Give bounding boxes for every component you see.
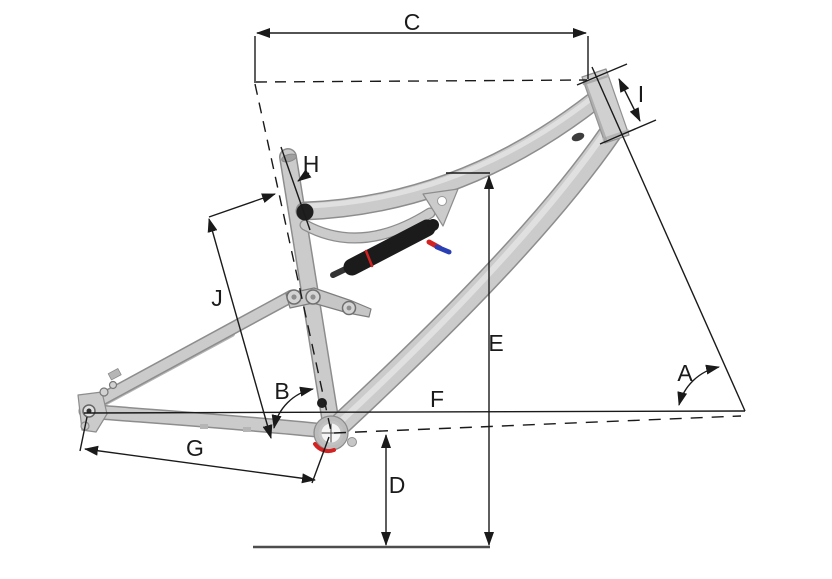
- dim-label-a: A: [677, 360, 693, 386]
- dim-label-c: C: [404, 9, 421, 35]
- bike-frame-illustration: [77, 68, 630, 454]
- shock-body: [343, 219, 436, 276]
- brake-mount: [107, 368, 122, 381]
- rocker-pivot-bolt: [286, 289, 302, 305]
- dim-label-f: F: [430, 386, 444, 412]
- top-tube-brace: [299, 207, 436, 244]
- dim-label-d: D: [389, 472, 406, 498]
- seat-stay: [86, 289, 299, 411]
- rocker-pivot-bolt: [341, 300, 357, 316]
- headset-bottom-cup: [602, 129, 630, 141]
- steering-axis-line: [591, 66, 746, 412]
- rocker-pivot-bolt: [305, 289, 321, 305]
- shock-mount-bracket: [422, 188, 459, 227]
- dimension-d: D: [381, 434, 406, 546]
- dimension-b: B: [271, 378, 314, 429]
- upper-pivot-dot: [296, 203, 314, 221]
- cable-guide: [243, 427, 251, 432]
- rear-axle-center: [86, 408, 92, 414]
- dim-label-b: B: [274, 378, 289, 404]
- pivot-bolt: [99, 387, 109, 397]
- dimension-e: E: [446, 172, 504, 546]
- bottom-bracket: [313, 415, 357, 454]
- shock-red-stripe: [364, 249, 374, 268]
- rear-shock: [330, 219, 452, 278]
- wheelbase-line: [83, 410, 746, 414]
- top-tube: [295, 91, 604, 221]
- dashed-seat-axis-line: [254, 83, 332, 432]
- down-tube: [322, 120, 623, 442]
- rear-dropout: [77, 380, 118, 433]
- dimension-g: G: [79, 416, 330, 484]
- dimension-j: J: [207, 218, 273, 439]
- dimension-f: F: [430, 386, 444, 412]
- shock-eyelet: [427, 219, 439, 231]
- dim-label-i: I: [638, 81, 644, 107]
- dimension-c: C: [254, 9, 589, 83]
- iscg-tab: [347, 437, 357, 447]
- dim-label-g: G: [186, 435, 204, 461]
- dashed-bb-front-line: [333, 415, 742, 434]
- cable-port: [571, 132, 585, 142]
- dimension-h: H: [208, 146, 320, 231]
- dim-label-h: H: [303, 151, 320, 177]
- dashed-top-line: [255, 79, 588, 83]
- dimension-a: A: [677, 360, 720, 406]
- dimensions: C I H J B A G: [79, 9, 720, 546]
- dimension-i: I: [576, 63, 657, 145]
- reference-lines: [83, 66, 746, 549]
- rocker-link: [285, 287, 372, 318]
- dim-label-j: J: [211, 285, 223, 311]
- headset-top-cup: [582, 74, 610, 86]
- cable-guide: [200, 424, 208, 429]
- chainstay: [78, 403, 334, 439]
- pivot-bolt: [108, 380, 118, 390]
- lockout-lever-blue: [434, 244, 452, 255]
- dim-label-e: E: [488, 330, 503, 356]
- actual-seat-axis-line: [280, 146, 311, 231]
